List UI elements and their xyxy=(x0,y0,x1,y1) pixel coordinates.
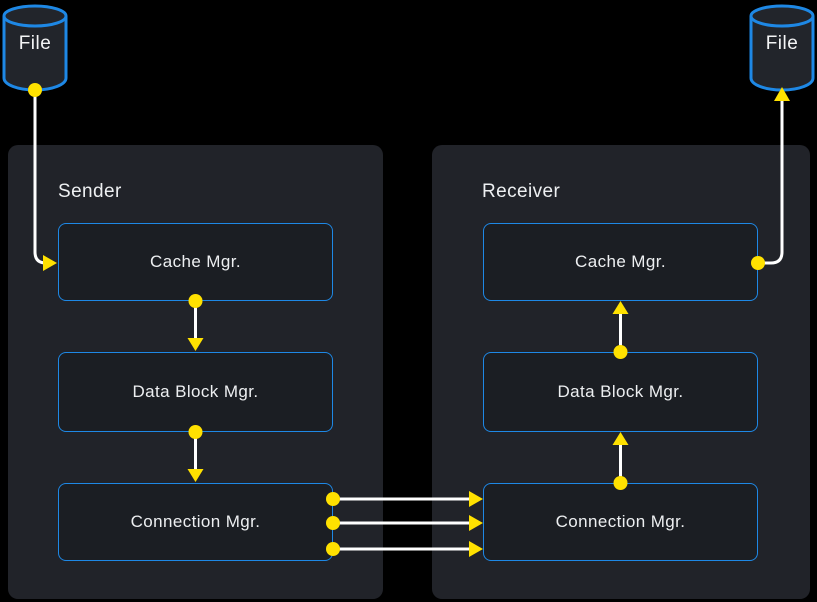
receiver-connection-label: Connection Mgr. xyxy=(555,512,686,531)
receiver-node-cache-mgr: Cache Mgr. xyxy=(483,223,758,301)
receiver-node-data-block-mgr: Data Block Mgr. xyxy=(483,352,758,432)
file-cylinder-icon xyxy=(749,4,815,92)
sender-cache-label: Cache Mgr. xyxy=(150,252,241,271)
sender-node-cache-mgr: Cache Mgr. xyxy=(58,223,333,301)
receiver-title: Receiver xyxy=(482,181,561,202)
file-label-left: File xyxy=(18,33,52,54)
receiver-node-connection-mgr: Connection Mgr. xyxy=(483,483,758,561)
file-cylinder-icon xyxy=(2,4,68,92)
receiver-data-block-label: Data Block Mgr. xyxy=(557,382,684,401)
receiver-cache-label: Cache Mgr. xyxy=(575,252,666,271)
file-label-right: File xyxy=(765,33,799,54)
sender-title: Sender xyxy=(58,181,122,202)
sender-node-data-block-mgr: Data Block Mgr. xyxy=(58,352,333,432)
sender-node-connection-mgr: Connection Mgr. xyxy=(58,483,333,561)
sender-data-block-label: Data Block Mgr. xyxy=(132,382,259,401)
sender-connection-label: Connection Mgr. xyxy=(130,512,261,531)
